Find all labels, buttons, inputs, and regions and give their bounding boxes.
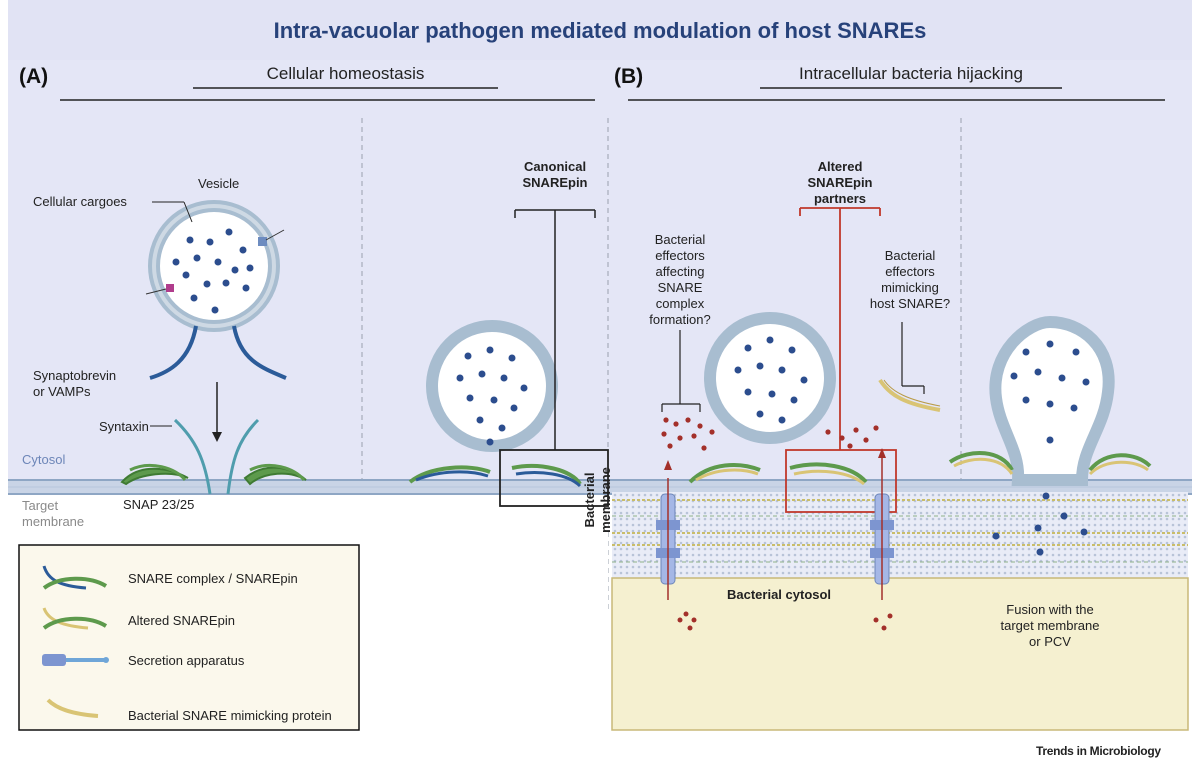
bacterial-membrane-label-2: membrane (598, 467, 613, 533)
bacterial-membrane-label-1: Bacterial (582, 472, 597, 528)
syntaxin-right (226, 418, 260, 495)
canonical-label-1: Canonical (523, 159, 587, 174)
effectors-affecting-6: formation? (649, 312, 711, 327)
effectors-affecting-5: complex (655, 296, 705, 311)
figure-title: Intra-vacuolar pathogen mediated modulat… (273, 18, 927, 43)
panel-b-label: (B) (614, 65, 644, 88)
snap-label: SNAP 23/25 (123, 497, 195, 512)
bacterial-cytosol-area (611, 577, 1189, 731)
secretion-apparatus-right (870, 448, 894, 600)
effectors-mimicking-2: effectors (885, 264, 935, 279)
canonical-highlight-box (499, 449, 609, 507)
cargo-dots-a (172, 228, 254, 314)
cytosol-label: Cytosol (22, 452, 66, 467)
effectors-mimicking-4: host SNARE? (869, 296, 951, 311)
panel-a-heading: Cellular homeostasis (266, 64, 425, 83)
vamp-right (232, 325, 287, 380)
secretion-apparatus-icon (42, 654, 109, 666)
panel-b-heading: Intracellular bacteria hijacking (799, 64, 1023, 83)
synaptobrevin-label-2: or VAMPs (33, 384, 91, 399)
vesicle-label: Vesicle (198, 176, 240, 191)
effectors-mimicking-3: mimicking (881, 280, 939, 295)
mimicking-protein (878, 378, 941, 412)
fusion-label-1: Fusion with the (1006, 602, 1094, 617)
target-membrane-label-2: membrane (22, 514, 85, 529)
canonical-label-2: SNAREpin (522, 175, 588, 190)
vamp-left (149, 325, 198, 380)
membrane-protein-pink (166, 284, 174, 292)
effector-dots-mid (825, 425, 879, 449)
snap-left (120, 467, 189, 486)
legend-item-snare-complex: SNARE complex / SNAREpin (128, 571, 298, 586)
journal-footer: Trends in Microbiology (1036, 744, 1161, 758)
bacterial-cytosol-label: Bacterial cytosol (727, 587, 832, 602)
cargo-dots-b1 (734, 336, 808, 424)
syntaxin-label: Syntaxin (99, 419, 149, 434)
synaptobrevin-label-1: Synaptobrevin (33, 368, 117, 383)
fusion-label-3: or PCV (1029, 634, 1071, 649)
altered-label-3: partners (813, 191, 867, 206)
mimicking-protein-icon (46, 698, 99, 718)
legend-item-mimicking-protein: Bacterial SNARE mimicking protein (128, 708, 332, 723)
syntaxin-left (173, 418, 212, 495)
snarepin-left-a (408, 465, 491, 484)
effectors-affecting-3: affecting (655, 264, 705, 279)
panel-a-label: (A) (19, 65, 49, 88)
vesicle-canonical (426, 320, 558, 452)
cargo-dots-canonical (456, 346, 528, 446)
vesicle-b1 (704, 312, 836, 444)
target-membrane-label-1: Target (22, 498, 59, 513)
membrane-protein-square (258, 237, 267, 246)
legend-item-secretion-apparatus: Secretion apparatus (128, 653, 245, 668)
altered-highlight-box (785, 449, 897, 513)
cargo-dots-fusion (992, 340, 1090, 556)
bacterial-membrane (612, 492, 1188, 580)
effectors-affecting-1: Bacterial (654, 232, 706, 247)
effectors-affecting-2: effectors (655, 248, 705, 263)
altered-label-2: SNAREpin (807, 175, 873, 190)
vesicle-fusing (989, 315, 1115, 486)
snarepin-right-a (511, 463, 582, 486)
effector-dots-left (661, 417, 715, 451)
cellular-cargoes-label: Cellular cargoes (33, 194, 127, 209)
secretion-apparatus-left (656, 460, 680, 600)
effectors-mimicking-1: Bacterial (884, 248, 936, 263)
fusion-label-2: target membrane (1000, 618, 1100, 633)
effectors-affecting-4: SNARE (657, 280, 703, 295)
altered-label-1: Altered (817, 159, 863, 174)
legend-box (18, 544, 360, 731)
legend-item-altered-snarepin: Altered SNAREpin (128, 613, 235, 628)
